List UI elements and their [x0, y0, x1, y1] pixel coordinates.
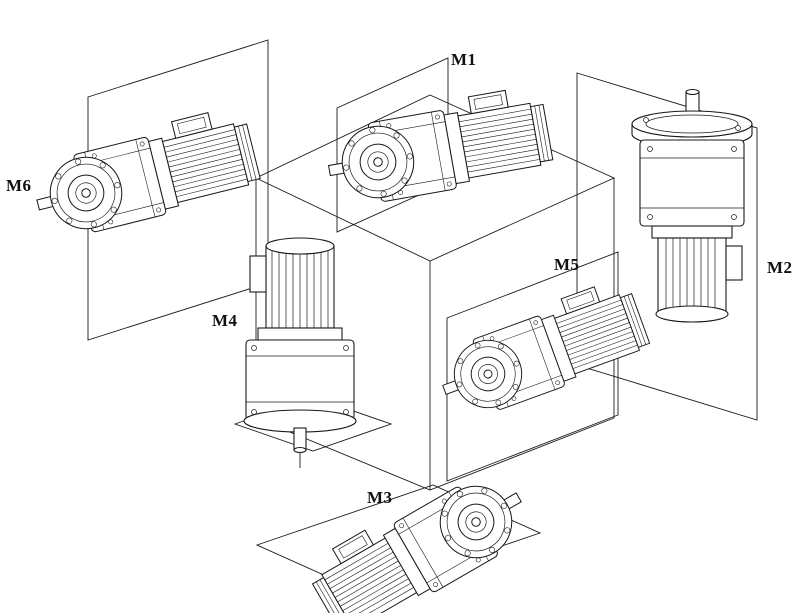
- label-m2: M2: [767, 258, 793, 277]
- label-m6: M6: [6, 176, 32, 195]
- gearmotor-m3: [301, 454, 540, 613]
- gearmotor-m2: [631, 88, 753, 323]
- mounting-plane-m5: [446, 251, 619, 482]
- gearmotors: [25, 83, 753, 613]
- gearmotor-m4: [243, 237, 357, 468]
- label-m4: M4: [212, 311, 238, 330]
- label-m5: M5: [554, 255, 580, 274]
- label-m1: M1: [451, 50, 477, 69]
- gearmotor-m5: [428, 275, 654, 426]
- label-m3: M3: [367, 488, 393, 507]
- cube-bottom-edges: [255, 417, 615, 491]
- gearmotor-m6: [25, 103, 264, 245]
- gearmotor-m1: [320, 83, 556, 211]
